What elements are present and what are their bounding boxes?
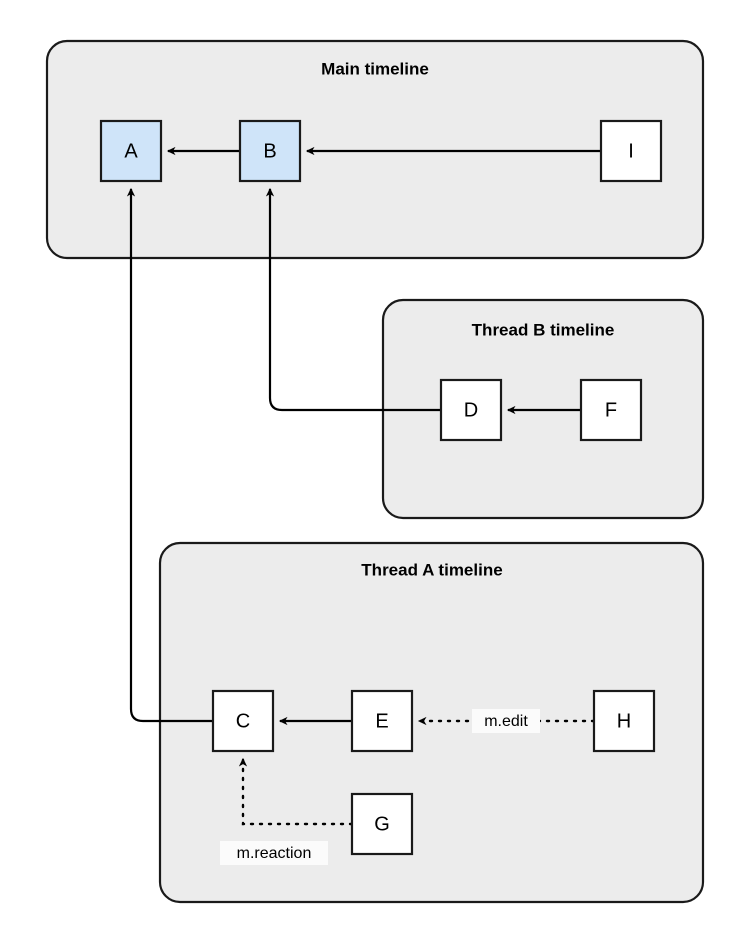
edges-layer: [126, 146, 601, 826]
edge-c-to-a: [126, 187, 213, 723]
edge-label-chip-m-edit: [472, 709, 540, 733]
edge-label-m-reaction: m.reaction: [220, 841, 328, 865]
node-rect-c[interactable]: [211, 689, 275, 753]
node-rect-a[interactable]: [99, 119, 163, 183]
node-label-i: I: [628, 140, 634, 162]
node-rect-h[interactable]: [592, 689, 656, 753]
node-rect-b[interactable]: [238, 119, 302, 183]
node-rect-d[interactable]: [439, 378, 503, 442]
edge-g-to-c: [238, 757, 354, 826]
node-d[interactable]: D: [439, 378, 503, 442]
node-rect-e[interactable]: [350, 689, 414, 753]
node-label-d: D: [464, 399, 478, 421]
node-rect-g[interactable]: [350, 792, 414, 856]
node-a[interactable]: A: [99, 119, 163, 183]
node-e[interactable]: E: [350, 689, 414, 753]
node-label-h: H: [617, 710, 631, 732]
node-label-e: E: [375, 710, 388, 732]
edge-label-text-m-edit: m.edit: [484, 713, 528, 730]
group-container-main-timeline: Main timeline: [45, 39, 705, 260]
edge-label-m-edit: m.edit: [472, 709, 540, 733]
group-rect-thread-a-timeline: [158, 541, 705, 904]
node-i[interactable]: I: [599, 119, 663, 183]
node-g[interactable]: G: [350, 792, 414, 856]
node-b[interactable]: B: [238, 119, 302, 183]
node-rect-i[interactable]: [599, 119, 663, 183]
group-container-thread-a-timeline: Thread A timeline: [158, 541, 705, 904]
group-rect-main-timeline: [45, 39, 705, 260]
node-label-c: C: [236, 710, 250, 732]
edge-d-to-b: [265, 187, 441, 412]
group-title-thread-b-timeline: Thread B timeline: [472, 320, 615, 339]
node-rect-f[interactable]: [579, 378, 643, 442]
edge-label-text-m-reaction: m.reaction: [237, 845, 312, 862]
node-label-a: A: [124, 140, 138, 162]
node-c[interactable]: C: [211, 689, 275, 753]
edge-label-chip-m-reaction: [220, 841, 328, 865]
node-label-f: F: [605, 399, 617, 421]
node-label-b: B: [263, 140, 276, 162]
node-h[interactable]: H: [592, 689, 656, 753]
node-f[interactable]: F: [579, 378, 643, 442]
node-label-g: G: [374, 813, 390, 835]
group-title-main-timeline: Main timeline: [321, 59, 429, 78]
group-title-thread-a-timeline: Thread A timeline: [361, 560, 502, 579]
